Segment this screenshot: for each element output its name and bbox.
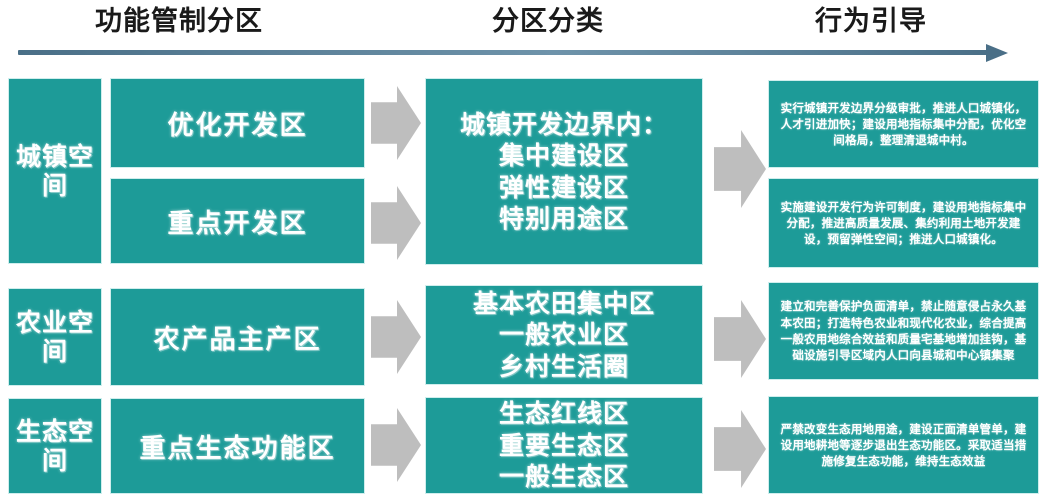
guidance-ecology[interactable]: 严禁改变生态用地用途，建设正面清单管单，建设用地耕地等逐步退出生态功能区。采取适… (768, 396, 1039, 494)
zone-key-ecological-function[interactable]: 重点生态功能区 (110, 398, 365, 494)
classification-agriculture[interactable]: 基本农田集中区 一般农业区 乡村生活圈 (425, 285, 703, 385)
flow-arrow-agriculture (371, 300, 421, 374)
zone-key-development-label: 重点开发区 (167, 208, 308, 239)
classification-agriculture-line-1: 基本农田集中区 (472, 288, 655, 318)
classification-agriculture-line-2: 一般农业区 (498, 320, 629, 350)
classification-agriculture-line-3: 乡村生活圈 (498, 351, 629, 381)
guidance-ecology-text: 严禁改变生态用地用途，建设正面清单管单，建设用地耕地等逐步退出生态功能区。采取适… (780, 421, 1027, 469)
category-ecology[interactable]: 生态空间 (8, 398, 102, 494)
header-title-behavior-guidance: 行为引导 (815, 6, 927, 37)
arrow-line (18, 50, 993, 55)
flow-arrow-urban-2 (371, 186, 421, 260)
guidance-agriculture-text: 建立和完善保护负面清单，禁止随意侵占永久基本农田；打造特色农业和现代化农业，综合… (780, 299, 1027, 363)
classification-urban-line-3: 弹性建设区 (498, 172, 629, 202)
zone-main-agricultural-product-label: 农产品主产区 (153, 324, 322, 355)
flow-arrow-classification-agriculture (714, 300, 766, 378)
flow-arrow-ecology (371, 408, 421, 482)
flow-arrow-classification-urban (714, 130, 766, 208)
guidance-agriculture[interactable]: 建立和完善保护负面清单，禁止随意侵占永久基本农田；打造特色农业和现代化农业，综合… (768, 282, 1039, 380)
zone-main-agricultural-product[interactable]: 农产品主产区 (110, 288, 365, 386)
guidance-urban-1-text: 实行城镇开发边界分级审批，推进人口城镇化，人才引进加快；建设用地指标集中分配，优… (780, 100, 1027, 148)
guidance-urban-2-text: 实施建设开发行为许可制度，建设用地指标集中分配，推进高质量发展、集约利用土地开发… (780, 199, 1027, 247)
category-agriculture-label: 农业空间 (15, 307, 94, 367)
classification-urban-line-1: 城镇开发边界内： (459, 109, 668, 139)
header-title-functional-zoning: 功能管制分区 (95, 6, 263, 37)
zone-key-ecological-function-label: 重点生态功能区 (139, 433, 336, 464)
category-agriculture[interactable]: 农业空间 (8, 288, 102, 386)
classification-urban-line-4: 特别用途区 (498, 204, 629, 233)
flow-arrow-classification-ecology (714, 410, 766, 488)
zone-optimized-development[interactable]: 优化开发区 (110, 78, 365, 168)
classification-ecology-line-1: 生态红线区 (498, 399, 629, 429)
guidance-urban-2[interactable]: 实施建设开发行为许可制度，建设用地指标集中分配，推进高质量发展、集约利用土地开发… (768, 178, 1039, 268)
category-ecology-label: 生态空间 (15, 416, 94, 476)
classification-urban[interactable]: 城镇开发边界内： 集中建设区 弹性建设区 特别用途区 (425, 78, 703, 265)
zone-optimized-development-label: 优化开发区 (167, 110, 308, 141)
category-urban-label: 城镇空间 (15, 141, 94, 201)
flow-arrow-urban-1 (371, 86, 421, 160)
zone-key-development[interactable]: 重点开发区 (110, 178, 365, 264)
header-title-zone-classification: 分区分类 (492, 6, 604, 37)
classification-ecology[interactable]: 生态红线区 重要生态区 一般生态区 (425, 397, 703, 494)
classification-urban-line-2: 集中建设区 (498, 141, 629, 170)
right-arrow-icon (986, 44, 1008, 62)
classification-ecology-line-2: 重要生态区 (498, 430, 629, 460)
category-urban[interactable]: 城镇空间 (8, 78, 102, 264)
guidance-urban-1[interactable]: 实行城镇开发边界分级审批，推进人口城镇化，人才引进加快；建设用地指标集中分配，优… (768, 80, 1039, 168)
process-flow-arrow (18, 44, 1028, 62)
classification-ecology-line-3: 一般生态区 (498, 462, 629, 492)
